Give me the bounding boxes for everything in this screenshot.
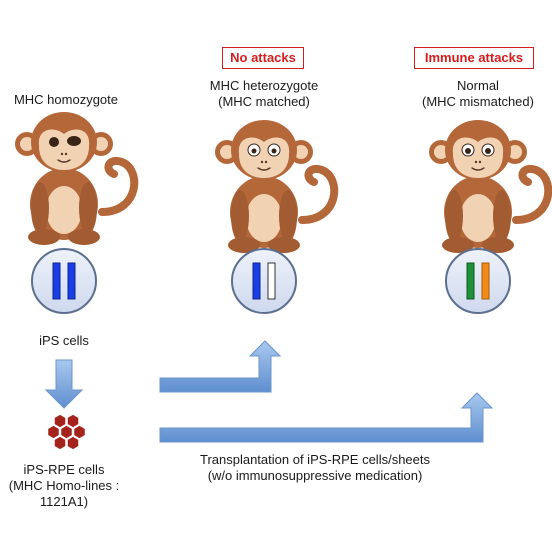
heterozygote-label: MHC heterozygote (209, 78, 319, 93)
cell-nucleus-icon (445, 248, 511, 314)
arrow-right-up-icon (159, 340, 282, 393)
ips-cells-label: iPS cells (39, 333, 89, 348)
arrow-down-icon (44, 359, 84, 409)
allele-green (466, 262, 475, 300)
cell-nucleus-icon (31, 248, 97, 314)
monkey-icon (429, 120, 548, 253)
no-attacks-badge: No attacks (222, 47, 304, 69)
rpe-cells-sublabel: 1121A1) (39, 494, 89, 509)
normal-label: Normal (457, 78, 499, 93)
monkey-icon (15, 112, 134, 245)
allele-blue (67, 262, 76, 300)
homozygote-label: MHC homozygote (13, 92, 119, 107)
transplantation-sublabel: (w/o immunosuppressive medication) (207, 468, 423, 483)
transplantation-label: Transplantation of iPS-RPE cells/sheets (199, 452, 430, 467)
heterozygote-sublabel: (MHC matched) (218, 94, 310, 109)
allele-blue (252, 262, 261, 300)
allele-white (267, 262, 276, 300)
allele-orange (481, 262, 490, 300)
allele-blue (52, 262, 61, 300)
rpe-cells-label: iPS-RPE cells (23, 462, 105, 477)
monkey-icon (215, 120, 334, 253)
arrow-right-up-icon (159, 392, 494, 443)
cell-nucleus-icon (231, 248, 297, 314)
immune-attacks-badge: Immune attacks (414, 47, 534, 69)
rpe-hexagon-cluster-icon (46, 413, 87, 451)
normal-sublabel: (MHC mismatched) (422, 94, 534, 109)
rpe-cells-sublabel: (MHC Homo-lines : (8, 478, 120, 493)
